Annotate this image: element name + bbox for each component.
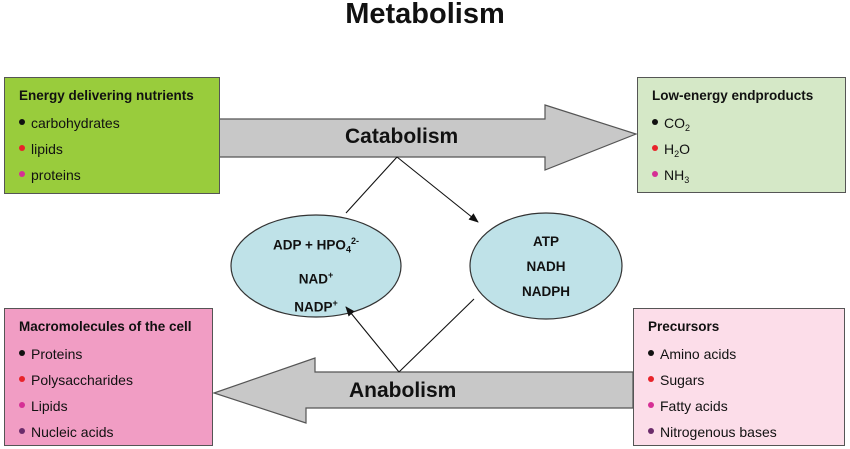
nadp-label: NADP+ (294, 298, 338, 315)
endproducts-list: CO2 H2O NH3 (652, 114, 690, 192)
anabolism-to-adp-arrow (345, 306, 400, 373)
bullet-icon (19, 350, 25, 357)
bullet-icon (648, 402, 654, 409)
high-energy-carriers-text: ATP NADH NADPH (476, 229, 616, 304)
anabolism-arrow (212, 357, 634, 424)
nutrients-list: carbohydrates lipids proteins (19, 114, 120, 192)
bullet-icon (652, 119, 658, 126)
low-energy-carriers-text: ADP + HPO42- NAD+ NADP+ (236, 229, 396, 320)
atp-label: ATP (533, 234, 559, 249)
endproducts-box: Low-energy endproducts CO2 H2O NH3 (637, 77, 846, 193)
endproducts-header: Low-energy endproducts (652, 88, 814, 103)
macromolecules-header: Macromolecules of the cell (19, 319, 192, 334)
bullet-icon (648, 376, 654, 383)
bullet-icon (19, 428, 25, 435)
list-item: Polysaccharides (19, 371, 133, 397)
list-item: Amino acids (648, 345, 777, 371)
bullet-icon (652, 171, 658, 178)
list-item: Nitrogenous bases (648, 423, 777, 449)
atp-to-anabolism-line (398, 298, 475, 373)
bullet-icon (19, 119, 25, 126)
precursors-box: Precursors Amino acids Sugars Fatty acid… (633, 308, 845, 446)
list-item: Lipids (19, 397, 133, 423)
bullet-icon (648, 350, 654, 357)
catabolism-arrow (218, 104, 638, 171)
list-item: proteins (19, 166, 120, 192)
nutrients-box: Energy delivering nutrients carbohydrate… (4, 77, 220, 194)
bullet-icon (19, 145, 25, 152)
precursors-header: Precursors (648, 319, 720, 334)
anabolism-label: Anabolism (349, 379, 457, 402)
high-energy-carriers-ellipse (469, 212, 623, 320)
precursors-list: Amino acids Sugars Fatty acids Nitrogeno… (648, 345, 777, 449)
nad-label: NAD+ (298, 269, 334, 287)
bullet-icon (19, 171, 25, 178)
list-item: Sugars (648, 371, 777, 397)
bullet-icon (648, 428, 654, 435)
catabolism-label: Catabolism (345, 125, 459, 148)
catabolism-to-atp-arrow (396, 156, 479, 223)
bullet-icon (19, 376, 25, 383)
low-energy-carriers-ellipse (230, 214, 402, 318)
nadh-label: NADH (526, 259, 566, 274)
list-item: Proteins (19, 345, 133, 371)
macromolecules-box: Macromolecules of the cell Proteins Poly… (4, 308, 213, 446)
list-item: NH3 (652, 166, 690, 192)
list-item: carbohydrates (19, 114, 120, 140)
nutrients-header: Energy delivering nutrients (19, 88, 194, 103)
list-item: lipids (19, 140, 120, 166)
list-item: Nucleic acids (19, 423, 133, 449)
macromolecules-list: Proteins Polysaccharides Lipids Nucleic … (19, 345, 133, 449)
bullet-icon (19, 402, 25, 409)
list-item: H2O (652, 140, 690, 166)
adp-phosphate-label: ADP + HPO42- (273, 236, 359, 255)
list-item: Fatty acids (648, 397, 777, 423)
diagram-title: Metabolism (345, 0, 505, 30)
catabolism-to-left-ellipse-line (345, 156, 398, 214)
list-item: CO2 (652, 114, 690, 140)
nadph-label: NADPH (521, 284, 570, 299)
bullet-icon (652, 145, 658, 152)
